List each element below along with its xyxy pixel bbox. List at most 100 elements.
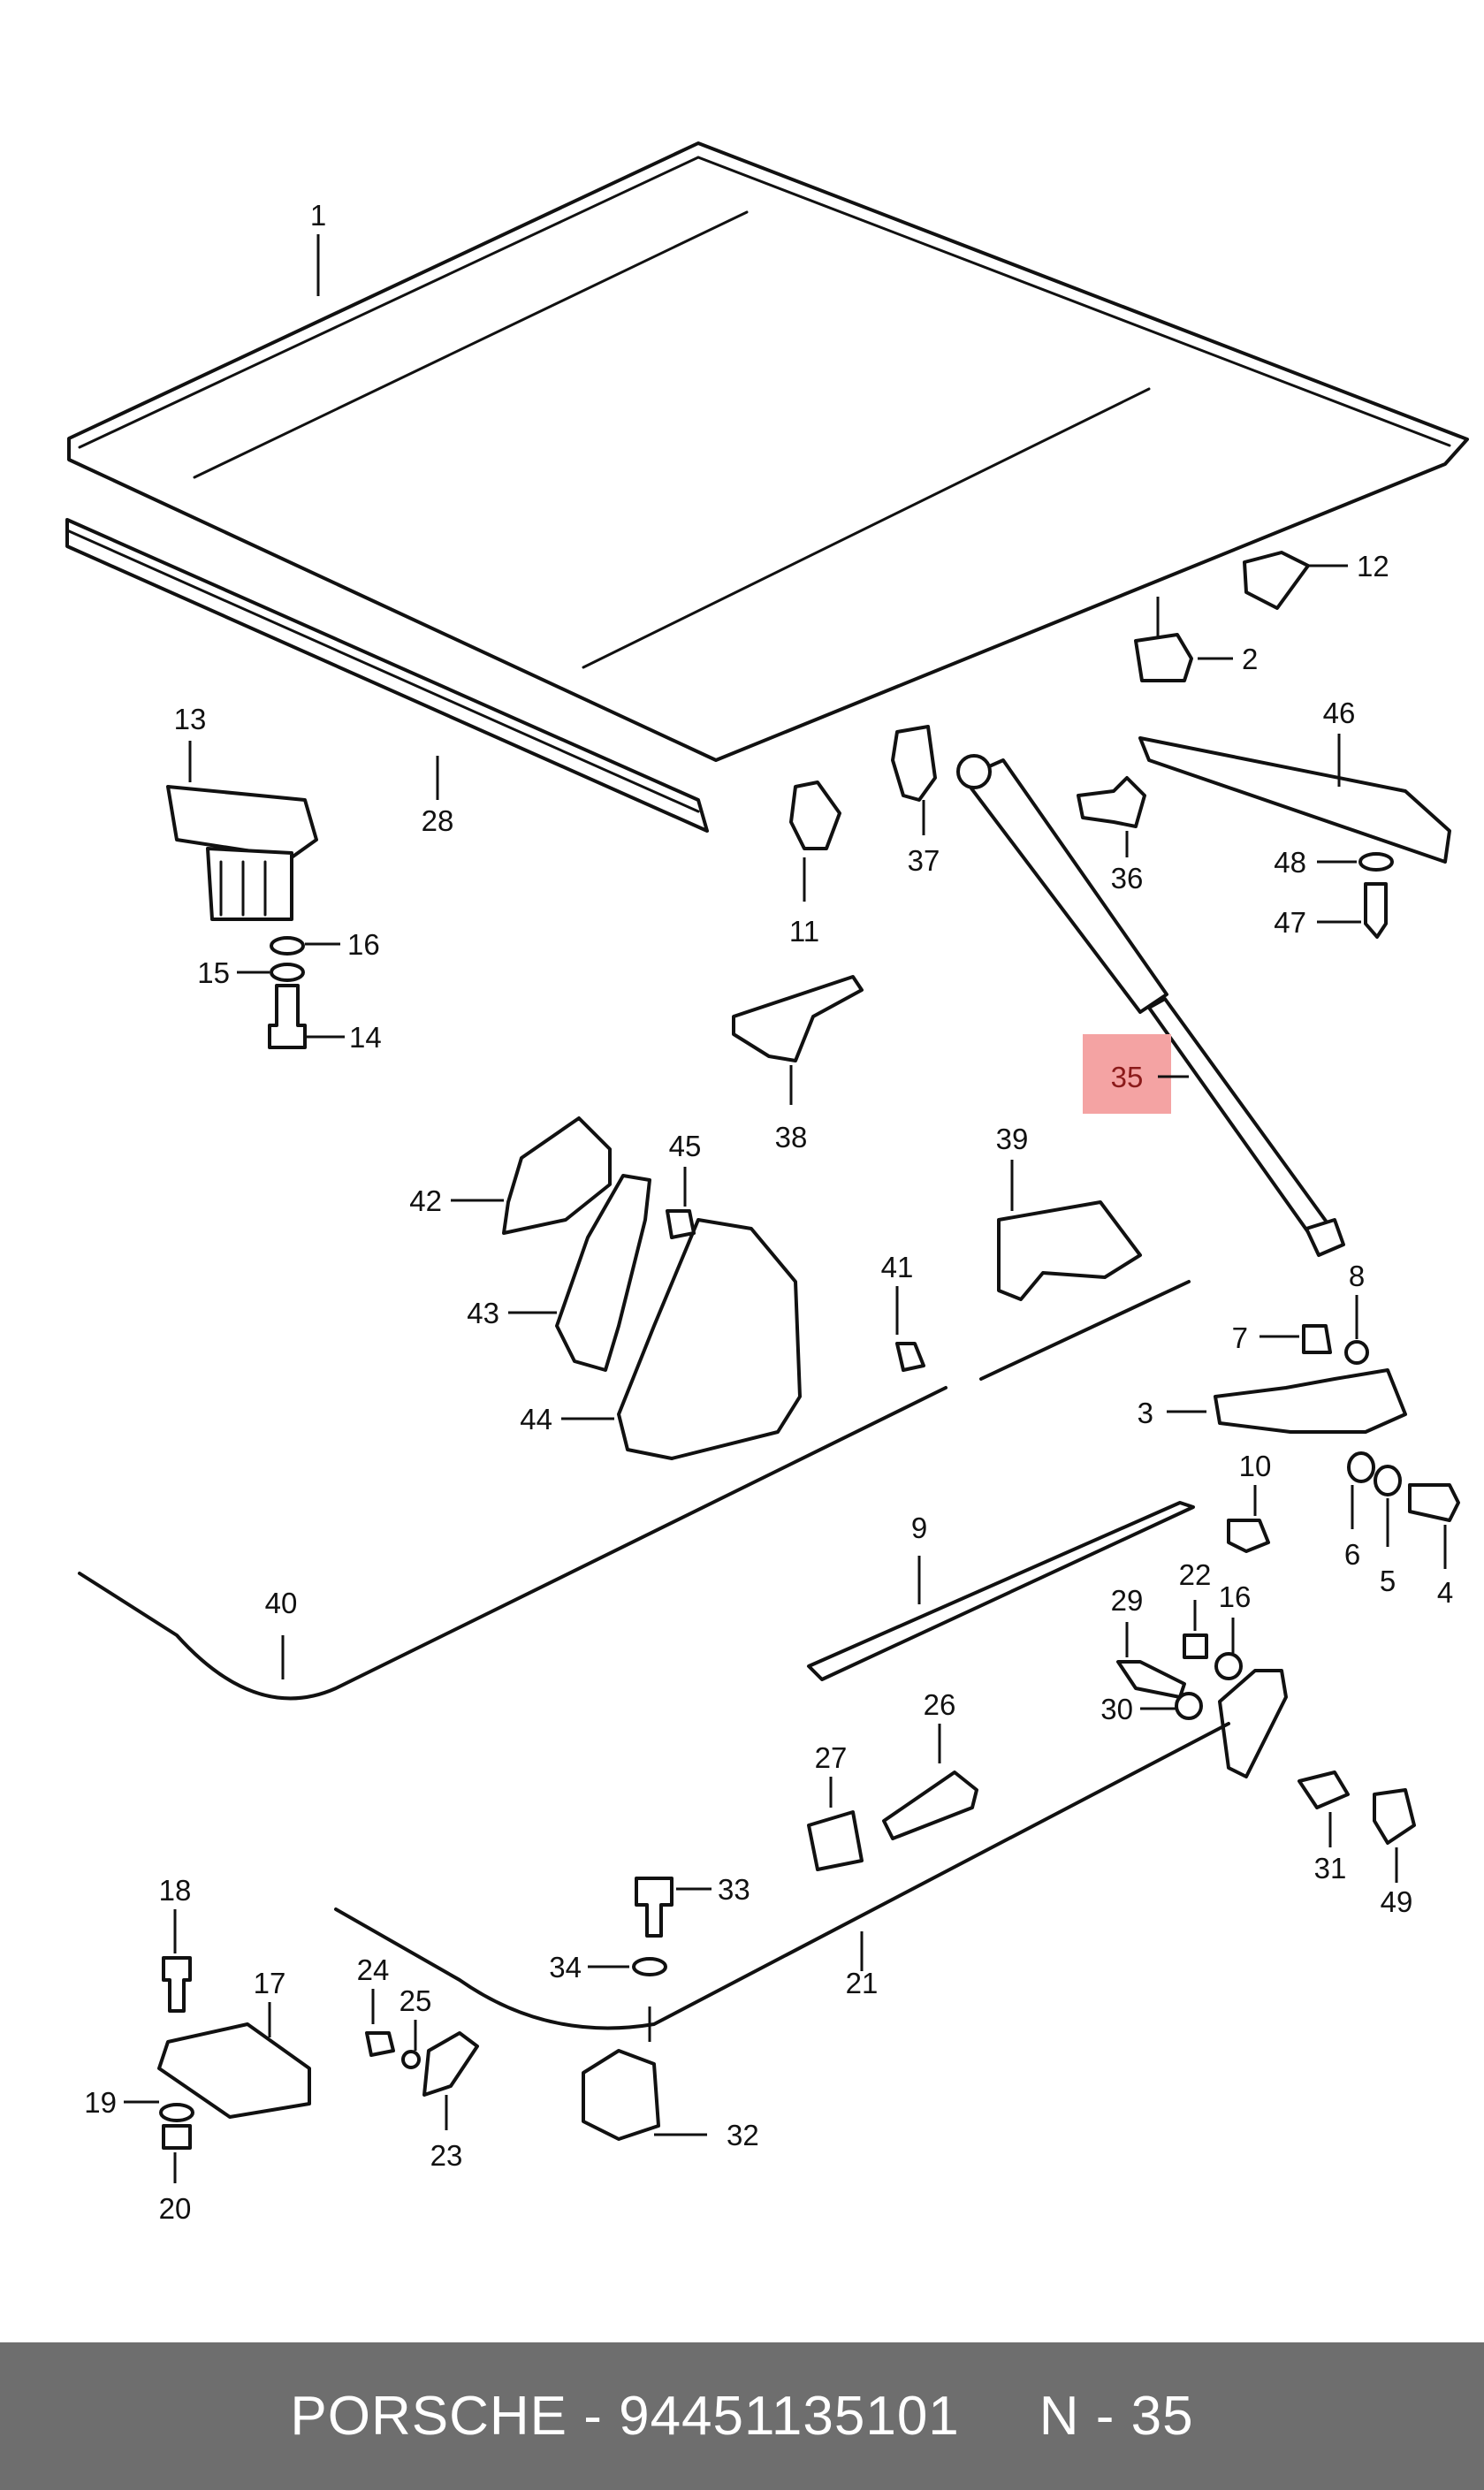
hinge-3-part bbox=[1214, 1368, 1407, 1434]
release-cable-40 bbox=[78, 1386, 947, 1701]
clip-11-part bbox=[789, 781, 841, 850]
nut-22-part bbox=[1183, 1633, 1208, 1659]
callout-label: 2 bbox=[1242, 643, 1258, 675]
callout-label: 40 bbox=[265, 1587, 298, 1619]
callout-32: 32 bbox=[648, 2006, 759, 2151]
callout-label: 47 bbox=[1274, 906, 1306, 939]
callout-label: 26 bbox=[924, 1688, 956, 1721]
washer-25-part bbox=[401, 2050, 421, 2069]
callout-label: 37 bbox=[908, 844, 940, 877]
callout-35: 35 bbox=[1083, 1034, 1189, 1114]
callout-42: 42 bbox=[409, 1184, 504, 1217]
washer-6-part bbox=[1347, 1451, 1375, 1483]
callout-47: 47 bbox=[1274, 906, 1361, 939]
parts-diagram: 1 2 3 4 5 6 7 8 bbox=[65, 141, 1469, 2225]
bolt-4-part bbox=[1408, 1483, 1460, 1522]
callout-label: 16 bbox=[1219, 1580, 1252, 1613]
washer-5-part bbox=[1374, 1465, 1402, 1496]
callout-33: 33 bbox=[676, 1873, 750, 1906]
callout-22: 21 22 bbox=[1179, 1558, 1212, 1631]
hood-seal bbox=[65, 518, 709, 833]
callout-20: 20 bbox=[159, 2152, 191, 2225]
clip-23-part bbox=[422, 2031, 479, 2097]
callout-label: 33 bbox=[718, 1873, 750, 1906]
bolt-part bbox=[268, 984, 307, 1049]
knob-27-part bbox=[807, 1810, 864, 1871]
callout-18: 18 bbox=[159, 1874, 191, 1953]
callout-13: 13 bbox=[174, 703, 206, 782]
rubber-stop-part bbox=[1243, 551, 1310, 610]
callout-14: 14 bbox=[305, 1021, 382, 1054]
callout-19: 19 bbox=[84, 2086, 159, 2119]
callout-1: 1 bbox=[310, 199, 326, 296]
bolt-33-part bbox=[635, 1877, 674, 1938]
callout-5: 5 bbox=[1380, 1498, 1396, 1597]
callout-10: 10 bbox=[1239, 1450, 1271, 1516]
callout-11: 11 bbox=[789, 857, 819, 948]
callout-2: 2 bbox=[1156, 597, 1258, 675]
callout-label: 30 bbox=[1100, 1693, 1133, 1725]
washer-8-part bbox=[1344, 1340, 1369, 1365]
washer-34-part bbox=[632, 1957, 667, 1976]
callout-39: 39 bbox=[996, 1123, 1029, 1211]
callout-label: 9 bbox=[911, 1512, 927, 1544]
callout-30: 30 bbox=[1100, 1693, 1176, 1725]
screw-26-part bbox=[882, 1770, 978, 1840]
release-cable-40-upper bbox=[979, 1280, 1191, 1381]
callout-label: 25 bbox=[400, 1984, 432, 2017]
callout-label: 12 bbox=[1357, 550, 1389, 583]
callout-highlight bbox=[1083, 1034, 1171, 1114]
callout-15: 15 bbox=[197, 956, 270, 989]
washer-16b-part bbox=[1214, 1652, 1243, 1680]
callout-label: 6 bbox=[1344, 1538, 1360, 1571]
callout-label: 22 bbox=[1179, 1558, 1212, 1591]
washer-30-part bbox=[1175, 1692, 1203, 1720]
spring-washer-part bbox=[270, 963, 305, 982]
callout-label: 29 bbox=[1111, 1584, 1144, 1617]
grommet-10-part bbox=[1227, 1519, 1270, 1553]
callout-21: 21 bbox=[846, 1931, 878, 1999]
screw-45-part bbox=[666, 1209, 696, 1239]
callout-label: 11 bbox=[789, 915, 819, 948]
gas-strut-part bbox=[956, 754, 1345, 1257]
callout-43: 43 bbox=[467, 1297, 557, 1329]
bracket-38-part bbox=[732, 975, 864, 1062]
ball-stud-part bbox=[1077, 776, 1146, 828]
bolt-18-part bbox=[162, 1956, 192, 2013]
callout-26: 26 bbox=[924, 1688, 956, 1763]
bolt-7-part bbox=[1302, 1324, 1332, 1354]
callout-label: 43 bbox=[467, 1297, 499, 1329]
nut-20-part bbox=[162, 2124, 192, 2150]
callout-9: 9 bbox=[911, 1512, 927, 1604]
callout-label: 39 bbox=[996, 1123, 1029, 1155]
callout-label: 8 bbox=[1349, 1260, 1365, 1292]
callout-label: 46 bbox=[1323, 697, 1356, 729]
callout-25: 25 bbox=[400, 1984, 432, 2051]
callout-label: 7 bbox=[1232, 1321, 1248, 1354]
callout-label: 24 bbox=[357, 1953, 390, 1986]
rod-9-part bbox=[807, 1501, 1195, 1681]
callout-label: 49 bbox=[1381, 1885, 1413, 1918]
callout-48: 48 bbox=[1274, 846, 1357, 879]
nut-24-part bbox=[365, 2031, 395, 2057]
washer-48-part bbox=[1358, 852, 1394, 872]
callout-34: 34 bbox=[549, 1951, 629, 1984]
release-cable-21 bbox=[334, 1722, 1230, 2030]
hood-lock-part bbox=[166, 785, 318, 921]
callout-27: 27 bbox=[815, 1741, 847, 1808]
screw-29-part bbox=[1116, 1660, 1186, 1699]
washer-part bbox=[270, 936, 305, 956]
callout-40: 40 bbox=[265, 1587, 298, 1679]
callout-23: 23 bbox=[430, 2095, 462, 2172]
callout-label: 5 bbox=[1380, 1565, 1396, 1597]
callout-label: 36 bbox=[1111, 862, 1144, 895]
callout-28: 28 bbox=[422, 756, 453, 837]
support-strip-part bbox=[1138, 736, 1451, 864]
callout-label: 42 bbox=[409, 1184, 442, 1217]
bracket-17-part bbox=[157, 2022, 311, 2119]
callout-16b: 16 bbox=[1219, 1580, 1252, 1653]
callout-label: 44 bbox=[520, 1403, 552, 1435]
callout-8: 8 bbox=[1349, 1260, 1365, 1339]
screw-47-part bbox=[1364, 882, 1388, 939]
callout-29: 29 bbox=[1111, 1584, 1144, 1657]
